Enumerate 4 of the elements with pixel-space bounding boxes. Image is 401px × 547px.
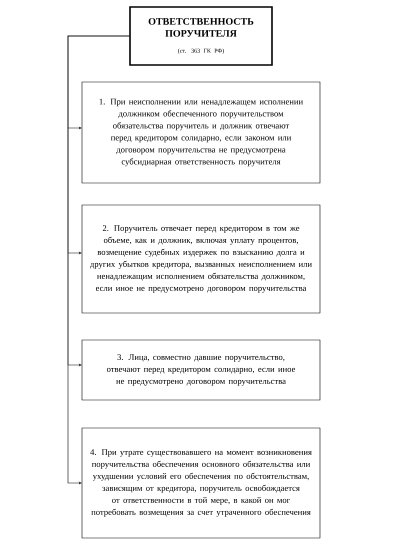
text-box: 3. Лица, совместно давшие поручительство, отвечают перед кредитором солидарно, если иное не предусмотрено договором поручительства [82,340,320,400]
text-box: 2. Поручитель отвечает перед кредитором в том же объеме, как и должник, включая уплату процентов, возмещение судебных издержек по взысканию долга и других убытков кредитора, вызванных неисполнением или ненадлежащим исполнением обязательства должником, если иное не предусмотрено договором поручительства [82,204,320,314]
text-box: 4. При утрате существовавшего на момент возникновения поручительства обеспечения основного обязательства или ухудшении условий его обеспечения по обстоятельствам, зависящим от кредитора, поручитель освобождается от ответственности в той мере, в какой он мог потребовать возмещения за счет утраченного обеспечения [82,428,320,538]
text-box: 1. При неисполнении или ненадлежащем исполнении должником обеспеченного поручительством обязательства поручитель и должник отвечают перед кредитором солидарно, если законом или договором поручительства не предусмотрена субсидиарная ответственность поручителя [82,82,320,184]
